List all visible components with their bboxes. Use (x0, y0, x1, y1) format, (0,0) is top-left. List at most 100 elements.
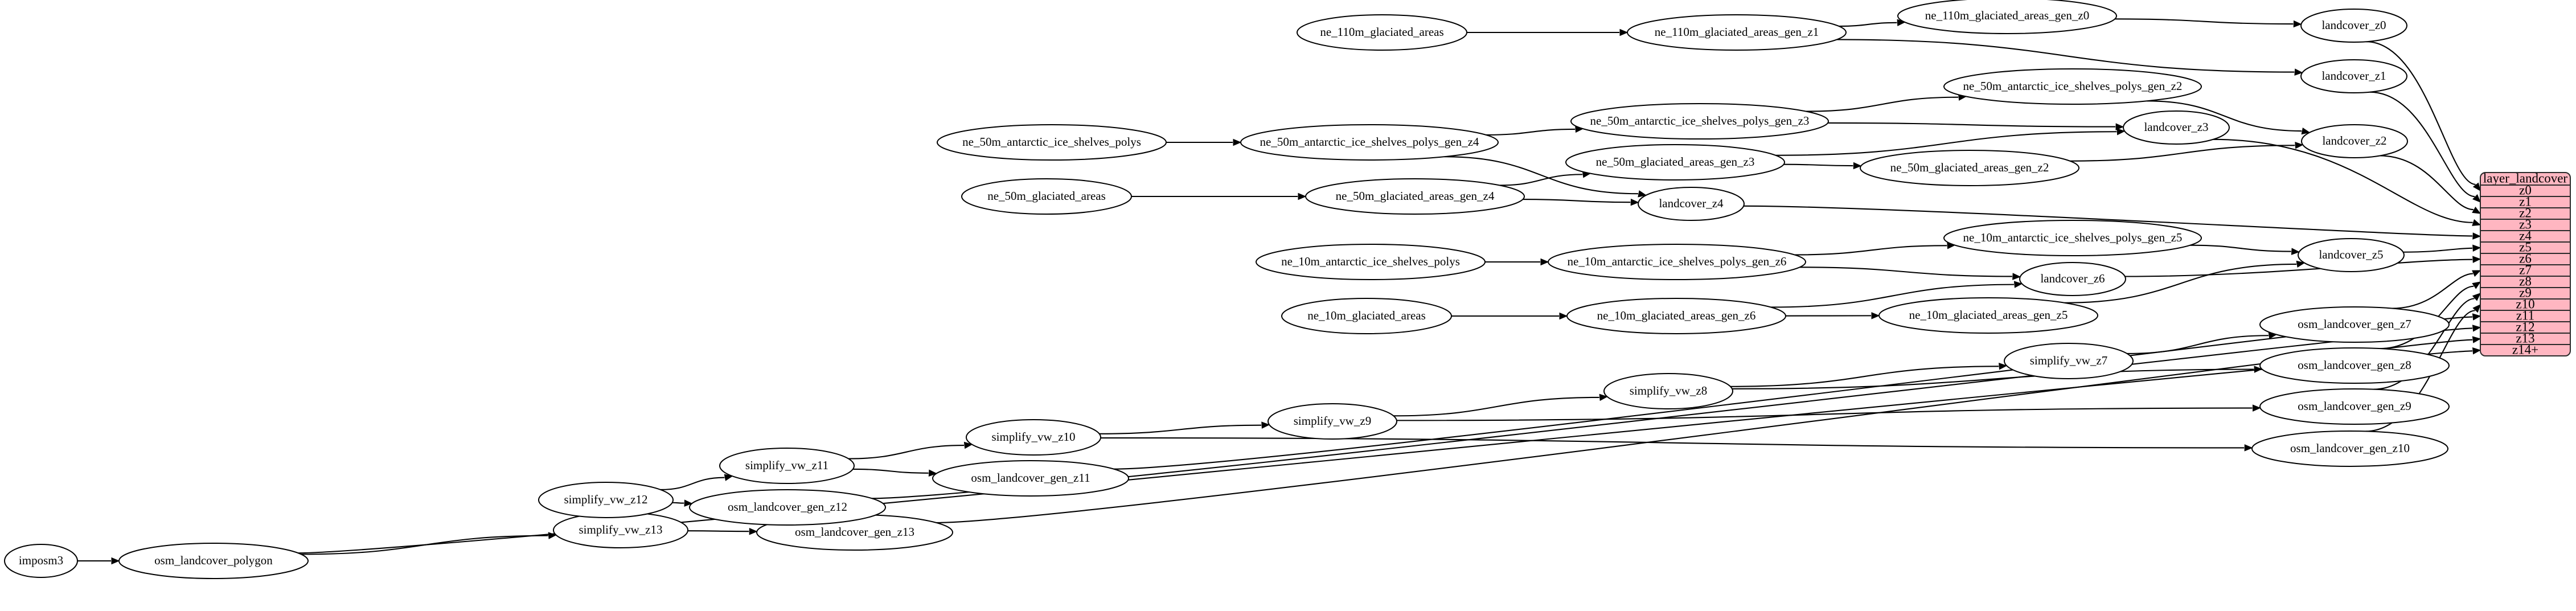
edge-arrowhead (2294, 68, 2303, 76)
node-simplify_vw_z9[interactable]: simplify_vw_z9 (1268, 403, 1397, 440)
node-osm_landcover_gen_z7[interactable]: osm_landcover_gen_z7 (2259, 306, 2450, 343)
edge-arrowhead (2244, 444, 2253, 452)
node-simplify_vw_z12[interactable]: simplify_vw_z12 (538, 482, 674, 518)
edge-arrowhead (1638, 190, 1647, 198)
edge-arrowhead (111, 557, 120, 565)
node-ellipse (1878, 297, 2098, 334)
node-osm_landcover_gen_z11[interactable]: osm_landcover_gen_z11 (932, 460, 1129, 497)
node-ne_50m_glaciated_areas[interactable]: ne_50m_glaciated_areas (961, 178, 1132, 215)
edge-arrowhead (2472, 194, 2481, 203)
edge-arrowhead (2472, 270, 2481, 277)
node-ellipse (1627, 14, 1847, 51)
edge-arrowhead (2472, 325, 2481, 332)
edge-arrowhead (2472, 206, 2481, 214)
edge-arrowhead (2252, 404, 2261, 412)
edge-arrowhead (963, 441, 973, 449)
node-simplify_vw_z7[interactable]: simplify_vw_z7 (2004, 343, 2134, 379)
edge-arrowhead (2472, 219, 2481, 226)
node-ellipse (1860, 150, 2079, 186)
node-ellipse (689, 489, 886, 526)
node-landcover_z6[interactable]: landcover_z6 (2019, 262, 2126, 296)
node-ellipse (1256, 244, 1486, 280)
edge-ne_50m_glaciated_areas_gen_z3-to-ne_50m_glaciated_areas_gen_z2 (1783, 163, 1853, 167)
node-landcover_z3[interactable]: landcover_z3 (2123, 110, 2230, 145)
node-ne_110m_glaciated_areas_gen_z1[interactable]: ne_110m_glaciated_areas_gen_z1 (1627, 14, 1847, 51)
node-ne_50m_antarctic_ice_shelves_polys_gen_z3[interactable]: ne_50m_antarctic_ice_shelves_polys_gen_z… (1570, 103, 1829, 140)
edge-osm_landcover_gen_z7-to-layer_landcover.z7 (2392, 273, 2474, 309)
node-ne_10m_antarctic_ice_shelves_polys_gen_z6[interactable]: ne_10m_antarctic_ice_shelves_polys_gen_z… (1548, 244, 1806, 280)
node-ellipse (2019, 262, 2126, 296)
edge-ne_50m_glaciated_areas_gen_z4-to-landcover_z4 (1523, 199, 1631, 203)
node-ellipse (2301, 124, 2408, 158)
node-ellipse (2251, 430, 2448, 467)
edge-simplify_vw_z11-to-simplify_vw_z10 (848, 445, 965, 460)
node-ne_50m_glaciated_areas_gen_z2[interactable]: ne_50m_glaciated_areas_gen_z2 (1860, 150, 2079, 186)
node-osm_landcover_gen_z9[interactable]: osm_landcover_gen_z9 (2259, 388, 2450, 425)
edge-ne_10m_antarctic_ice_shelves_polys_gen_z5-to-landcover_z5 (2190, 244, 2291, 252)
node-landcover_z4[interactable]: landcover_z4 (1638, 187, 1745, 221)
node-osm_landcover_gen_z10[interactable]: osm_landcover_gen_z10 (2251, 430, 2448, 467)
edge-landcover_z5-to-layer_landcover.z5 (2403, 247, 2473, 253)
node-ne_50m_antarctic_ice_shelves_polys[interactable]: ne_50m_antarctic_ice_shelves_polys (937, 124, 1167, 161)
edge-arrowhead (2012, 273, 2021, 280)
node-ellipse (538, 482, 674, 518)
node-osm_landcover_gen_z12[interactable]: osm_landcover_gen_z12 (689, 489, 886, 526)
edge-arrowhead (2472, 232, 2481, 240)
node-ellipse (2298, 238, 2405, 272)
edge-arrowhead (2295, 142, 2304, 149)
node-ne_50m_antarctic_ice_shelves_polys_gen_z2[interactable]: ne_50m_antarctic_ice_shelves_polys_gen_z… (1943, 68, 2202, 105)
edge-arrowhead (2013, 281, 2023, 288)
node-ellipse (2259, 388, 2450, 425)
node-landcover_z1[interactable]: landcover_z1 (2300, 59, 2407, 93)
edge-landcover_z4-to-layer_landcover.z4 (1744, 205, 2473, 237)
node-ellipse (2259, 306, 2450, 343)
edge-arrowhead (1540, 258, 1549, 266)
node-landcover_z2[interactable]: landcover_z2 (2301, 124, 2408, 158)
node-ellipse (966, 419, 1101, 456)
node-ellipse (2300, 9, 2407, 43)
edge-arrowhead (2472, 293, 2481, 301)
edge-arrowhead (928, 469, 937, 477)
node-ne_50m_glaciated_areas_gen_z4[interactable]: ne_50m_glaciated_areas_gen_z4 (1305, 178, 1525, 215)
edge-ne_50m_glaciated_areas_gen_z4-to-ne_50m_glaciated_areas_gen_z3 (1499, 174, 1583, 186)
node-ne_10m_glaciated_areas_gen_z6[interactable]: ne_10m_glaciated_areas_gen_z6 (1566, 298, 1786, 334)
edge-arrowhead (2293, 20, 2302, 28)
node-ellipse (1943, 68, 2202, 105)
node-simplify_vw_z11[interactable]: simplify_vw_z11 (719, 448, 855, 484)
edge-arrowhead (1871, 312, 1880, 319)
edge-arrowhead (1853, 162, 1862, 170)
node-ne_10m_antarctic_ice_shelves_polys[interactable]: ne_10m_antarctic_ice_shelves_polys (1256, 244, 1486, 280)
node-imposm3[interactable]: imposm3 (4, 544, 78, 578)
edge-simplify_vw_z8-to-simplify_vw_z7 (1730, 366, 1999, 387)
edge-arrowhead (684, 499, 693, 507)
node-ne_110m_glaciated_areas_gen_z0[interactable]: ne_110m_glaciated_areas_gen_z0 (1897, 0, 2117, 34)
edge-landcover_z1-to-layer_landcover.z1 (2369, 91, 2475, 198)
node-simplify_vw_z8[interactable]: simplify_vw_z8 (1603, 373, 1733, 409)
edge-arrowhead (1233, 138, 1242, 146)
node-simplify_vw_z10[interactable]: simplify_vw_z10 (966, 419, 1101, 456)
edge-arrowhead (2472, 336, 2481, 343)
edge-landcover_z3-to-layer_landcover.z3 (2213, 138, 2473, 223)
edge-ne_10m_glaciated_areas_gen_z6-to-landcover_z6 (1771, 284, 2014, 308)
node-ellipse (1305, 178, 1525, 215)
edge-ne_10m_antarctic_ice_shelves_polys_gen_z6-to-landcover_z6 (1799, 266, 2012, 277)
edge-arrowhead (2472, 304, 2481, 313)
node-ne_110m_glaciated_areas[interactable]: ne_110m_glaciated_areas (1297, 14, 1467, 51)
node-ne_50m_glaciated_areas_gen_z3[interactable]: ne_50m_glaciated_areas_gen_z3 (1565, 144, 1785, 181)
node-ne_10m_glaciated_areas[interactable]: ne_10m_glaciated_areas (1281, 298, 1452, 334)
edge-arrowhead (2472, 256, 2481, 263)
edge-simplify_vw_z12-to-simplify_vw_z11 (660, 477, 725, 490)
node-ne_50m_antarctic_ice_shelves_polys_gen_z4[interactable]: ne_50m_antarctic_ice_shelves_polys_gen_z… (1240, 124, 1499, 161)
edge-simplify_vw_z10-to-simplify_vw_z9 (1099, 424, 1262, 434)
edge-ne_110m_glaciated_areas_gen_z1-to-landcover_z1 (1836, 39, 2295, 73)
node-ne_10m_glaciated_areas_gen_z5[interactable]: ne_10m_glaciated_areas_gen_z5 (1878, 297, 2098, 334)
edge-arrowhead (2472, 313, 2481, 321)
edge-arrowhead (2472, 182, 2481, 192)
node-osm_landcover_polygon[interactable]: osm_landcover_polygon (118, 543, 309, 579)
edge-arrowhead (2472, 281, 2481, 289)
node-osm_landcover_gen_z8[interactable]: osm_landcover_gen_z8 (2259, 347, 2450, 384)
node-landcover_z0[interactable]: landcover_z0 (2300, 9, 2407, 43)
node-landcover_z5[interactable]: landcover_z5 (2298, 238, 2405, 272)
edge-ne_50m_antarctic_ice_shelves_polys_gen_z4-to-ne_50m_antarctic_ice_shelves_polys_gen_z3 (1486, 128, 1576, 136)
node-ne_10m_antarctic_ice_shelves_polys_gen_z5[interactable]: ne_10m_antarctic_ice_shelves_polys_gen_z… (1943, 220, 2202, 256)
